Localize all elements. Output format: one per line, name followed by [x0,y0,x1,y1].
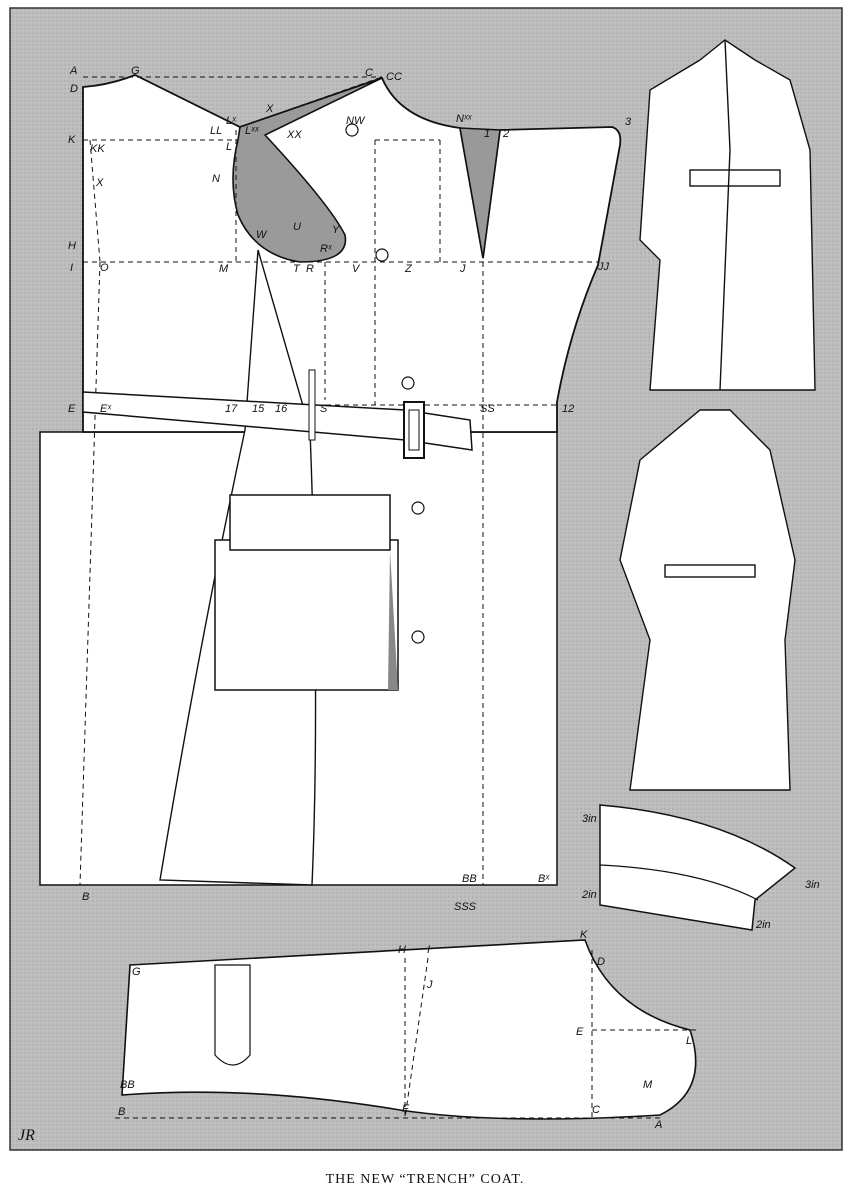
body-panel [82,74,622,433]
sleeve-label-M: M [643,1079,653,1091]
belt-loop [308,369,316,441]
label-S: S [320,403,328,415]
monogram: JR [18,1127,35,1144]
label-X-lower: X [95,177,104,189]
label-Z: Z [404,263,413,275]
label-SS: SS [480,403,495,415]
label-J: J [459,263,466,275]
sleeve-label-BB: BB [120,1079,135,1091]
label-N: N [212,173,220,185]
label-D: D [70,83,78,95]
label-XX: XX [286,129,302,141]
label-B: B [82,891,89,903]
label-R: R [306,263,314,275]
sleeve-label-D: D [597,956,605,968]
label-BB: BB [462,873,477,885]
label-1: 1 [484,128,490,140]
label-H: H [68,240,76,252]
sleeve-label-H: H [398,944,406,956]
label-SSS: SSS [454,901,477,913]
label-X-upper: X [265,103,274,115]
label-3: 3 [625,116,632,128]
sleeve-strap [214,964,251,1066]
label-15: 15 [252,403,265,415]
buttons [345,123,425,644]
plate-caption: THE NEW “TRENCH” COAT. [325,1172,525,1187]
label-Ex: Eˣ [100,403,112,415]
label-V: V [352,263,361,275]
sleeve-label-G: G [132,966,141,978]
collar-labels: 3in 2in 3in 2in [581,813,820,931]
sleeve-label-F: F [402,1103,410,1115]
sleeve-piece [115,939,700,1120]
label-Rx: Rˣ [320,243,333,255]
label-12: 12 [562,403,574,415]
label-16: 16 [275,403,288,415]
label-E: E [68,403,76,415]
collar-label-top: 3in [582,813,597,825]
label-Bx: Bˣ [538,873,550,885]
pocket [214,494,399,691]
sleeve-label-B: B [118,1106,125,1118]
armhole [232,77,383,263]
label-T: T [293,263,301,275]
sleeve-label-J: J [426,979,433,991]
label-O: O [100,262,109,274]
label-K: K [68,134,76,146]
collar-label-under: 2in [755,919,771,931]
collar-label-bottom: 2in [581,889,597,901]
label-M: M [219,263,229,275]
front-dart [459,127,501,259]
label-L: L [226,141,232,153]
label-KK: KK [90,143,105,155]
coat-back-illustration [619,409,796,791]
sleeve-labels: G H I J K D E L M BB B F C A [118,929,692,1131]
sleeve-label-E: E [576,1026,584,1038]
collar-piece [599,804,797,931]
label-17: 17 [225,403,238,415]
label-NW: NW [346,115,366,127]
coat-front-illustration [639,39,816,391]
label-A: A [69,65,77,77]
label-Lxx: Lˣˣ [245,125,260,137]
sleeve-label-A: A [654,1119,662,1131]
label-Lx: Lˣ [226,115,237,127]
label-2: 2 [502,128,509,140]
label-Y: Y [332,224,340,236]
label-LL: LL [210,125,222,137]
label-CC: CC [386,71,402,83]
body-labels: A G D C CC Lˣ LL Lˣˣ X XX K KK L N X NW … [68,65,632,913]
pocket-flap [229,494,391,551]
label-JJ: JJ [597,261,610,273]
label-I: I [70,262,73,274]
collar-label-tip: 3in [805,879,820,891]
label-U: U [293,221,301,233]
sleeve-label-L: L [686,1035,692,1047]
sleeve-label-I: I [427,944,430,956]
sleeve-label-C: C [592,1104,600,1116]
sleeve-label-K: K [580,929,588,941]
label-G: G [131,65,140,77]
label-C: C [365,67,373,79]
label-Nxx: Nˣˣ [456,113,473,125]
belt [82,369,473,459]
label-W: W [256,229,268,241]
